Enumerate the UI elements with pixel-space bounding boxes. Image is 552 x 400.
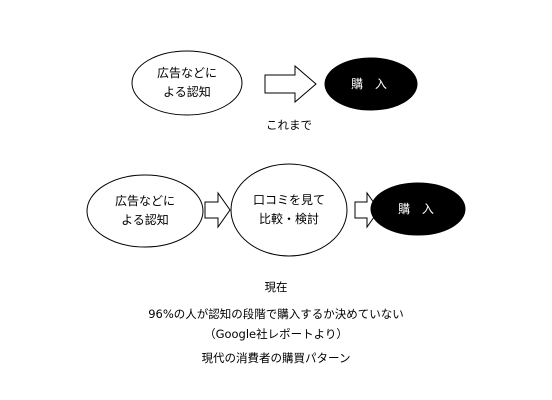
purchase-node-before-shape bbox=[324, 57, 418, 111]
footer-title: 現代の消費者の購買パターン bbox=[201, 351, 351, 365]
review-node-now-shape bbox=[230, 163, 348, 257]
arrow-now-1 bbox=[204, 191, 231, 229]
purchase-node-now-shape bbox=[370, 182, 466, 236]
awareness-node-before-shape bbox=[131, 50, 243, 116]
footer-source: （Google社レポートより） bbox=[204, 327, 348, 341]
before-label: これまで bbox=[266, 118, 312, 132]
footer-stat: 96%の人が認知の段階で購入するか決めていない bbox=[148, 307, 404, 321]
now-label: 現在 bbox=[264, 280, 288, 294]
awareness-node-now-shape bbox=[86, 174, 204, 248]
arrow-before bbox=[264, 64, 317, 104]
